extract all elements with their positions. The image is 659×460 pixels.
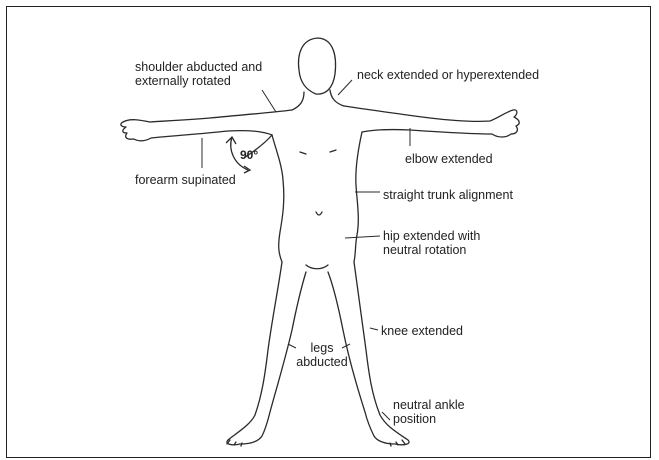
right-arm-outline bbox=[344, 106, 519, 137]
left-arm-outline bbox=[121, 110, 292, 141]
label-ankle: neutral ankle position bbox=[393, 398, 473, 426]
label-neck: neck extended or hyperextended bbox=[357, 68, 539, 82]
head-outline bbox=[299, 38, 336, 94]
label-knee: knee extended bbox=[381, 324, 463, 338]
label-angle: 90° bbox=[240, 148, 258, 162]
torso-outline bbox=[272, 132, 362, 262]
label-elbow: elbow extended bbox=[405, 152, 493, 166]
label-shoulder: shoulder abducted and externally rotated bbox=[135, 60, 285, 88]
label-trunk: straight trunk alignment bbox=[383, 188, 513, 202]
label-forearm: forearm supinated bbox=[135, 173, 236, 187]
neck-outline bbox=[292, 90, 344, 110]
label-legs: legs abducted bbox=[292, 341, 352, 369]
label-hip: hip extended with neutral rotation bbox=[383, 229, 513, 257]
